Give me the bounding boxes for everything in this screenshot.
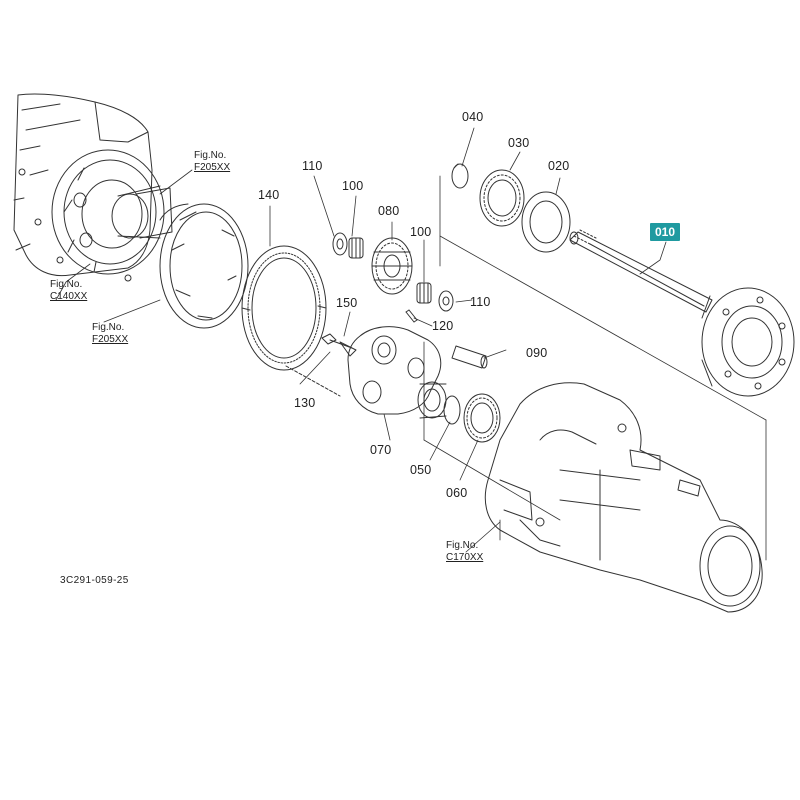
cover-plate: [159, 203, 249, 329]
callout-030[interactable]: 030: [508, 136, 530, 150]
callout-100-left[interactable]: 100: [342, 179, 364, 193]
callout-040[interactable]: 040: [462, 110, 484, 124]
callout-090[interactable]: 090: [526, 346, 548, 360]
fig-ref-code[interactable]: C170XX: [446, 551, 484, 563]
transmission-housing-partial: [13, 93, 153, 282]
needle-bearing-100-left: [348, 237, 364, 259]
callout-060[interactable]: 060: [446, 486, 468, 500]
fig-ref-c140xx[interactable]: Fig.No. C140XX: [50, 279, 87, 302]
fig-ref-f205xx-bottom[interactable]: Fig.No. F205XX: [92, 322, 128, 345]
fig-ref-code[interactable]: F205XX: [194, 161, 231, 173]
planet-carrier-070: [347, 326, 447, 419]
bolt-150: [321, 333, 357, 357]
fig-ref-label: Fig.No.: [50, 279, 83, 290]
washer-110-right: [438, 290, 454, 312]
needle-bearing-100-right: [416, 282, 432, 304]
callout-010-highlighted[interactable]: 010: [650, 223, 681, 241]
fig-ref-f205xx-top[interactable]: Fig.No. F205XX: [194, 150, 230, 173]
axle-shaft-010: [569, 229, 795, 397]
callout-050[interactable]: 050: [410, 463, 432, 477]
callout-140[interactable]: 140: [258, 188, 280, 202]
fig-ref-c170xx[interactable]: Fig.No. C170XX: [446, 540, 483, 563]
callout-100-right[interactable]: 100: [410, 225, 432, 239]
leader-lines: [55, 127, 667, 553]
snap-ring-050: [443, 395, 461, 425]
planet-gear-080: [371, 237, 413, 295]
callout-130[interactable]: 130: [294, 396, 316, 410]
fig-ref-code[interactable]: F205XX: [92, 333, 129, 345]
fig-ref-label: Fig.No.: [194, 150, 227, 161]
pin-120: [405, 309, 418, 323]
fig-ref-label: Fig.No.: [92, 322, 125, 333]
ring-gear-140: [241, 245, 327, 371]
callout-080[interactable]: 080: [378, 204, 400, 218]
callout-110-left[interactable]: 110: [302, 159, 323, 173]
bearing-060: [463, 393, 501, 443]
assembly-frame-lines: [423, 175, 767, 561]
shaft-pin-090: [451, 345, 488, 369]
roll-pin-130: [285, 365, 341, 397]
fig-ref-code[interactable]: C140XX: [50, 290, 88, 302]
callout-150[interactable]: 150: [336, 296, 358, 310]
planetary-carrier-assembly: [51, 149, 173, 275]
callout-070[interactable]: 070: [370, 443, 392, 457]
callout-110-right[interactable]: 110: [470, 295, 491, 309]
callout-120[interactable]: 120: [432, 319, 454, 333]
fig-ref-label: Fig.No.: [446, 540, 479, 551]
oil-seal-020: [521, 191, 571, 253]
drawing-id: 3C291-059-25: [60, 575, 129, 586]
callout-020[interactable]: 020: [548, 159, 570, 173]
final-drive-case: [484, 382, 763, 613]
washer-110-left: [332, 232, 348, 256]
snap-ring-040: [451, 163, 469, 189]
bearing-030: [479, 169, 525, 227]
